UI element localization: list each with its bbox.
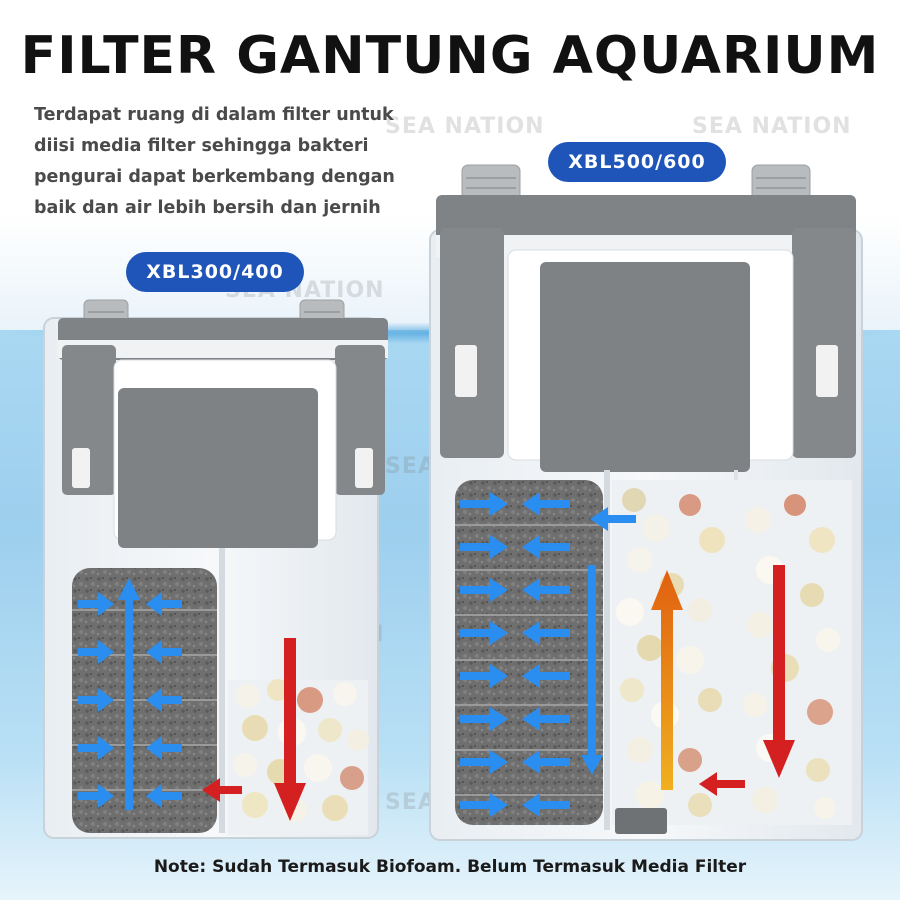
description-line: diisi media filter sehingga bakteri: [34, 136, 369, 156]
ceramic-media-large: [612, 480, 852, 825]
flow-arrow-left-red-large: [699, 772, 745, 796]
flow-arrow-up-small: [118, 578, 140, 810]
description-line: pengurai dapat berkembang dengan: [34, 167, 395, 187]
description-line: Terdapat ruang di dalam filter untuk: [34, 105, 394, 125]
flow-arrows-large-left: [460, 492, 508, 817]
flow-arrow-down-red-small: [274, 638, 306, 821]
description-line: baik dan air lebih bersih dan jernih: [34, 198, 381, 218]
watermark: SEA NATION: [385, 114, 545, 139]
flow-arrows-large-right: [522, 492, 636, 817]
description: Terdapat ruang di dalam filter untuk dii…: [34, 100, 474, 224]
watermark: SEA NATION: [692, 114, 852, 139]
sponge-large: [455, 480, 603, 825]
flow-arrow-down-red-large: [763, 565, 795, 778]
filter-large: [429, 164, 863, 841]
flow-arrows-small-right: [146, 592, 182, 808]
flow-arrows-small-left: [78, 592, 114, 808]
flow-arrow-up-orange: [651, 570, 683, 790]
ceramic-media-small: [228, 679, 369, 835]
flow-arrow-left-red-small: [202, 778, 242, 802]
filter-small: [43, 299, 388, 839]
flow-arrow-down-large: [581, 565, 603, 775]
page-title: FILTER GANTUNG AQUARIUM: [20, 26, 880, 86]
model-badge-small: XBL300/400: [126, 252, 304, 292]
model-badge-large: XBL500/600: [548, 142, 726, 182]
footnote: Note: Sudah Termasuk Biofoam. Belum Term…: [153, 857, 747, 877]
